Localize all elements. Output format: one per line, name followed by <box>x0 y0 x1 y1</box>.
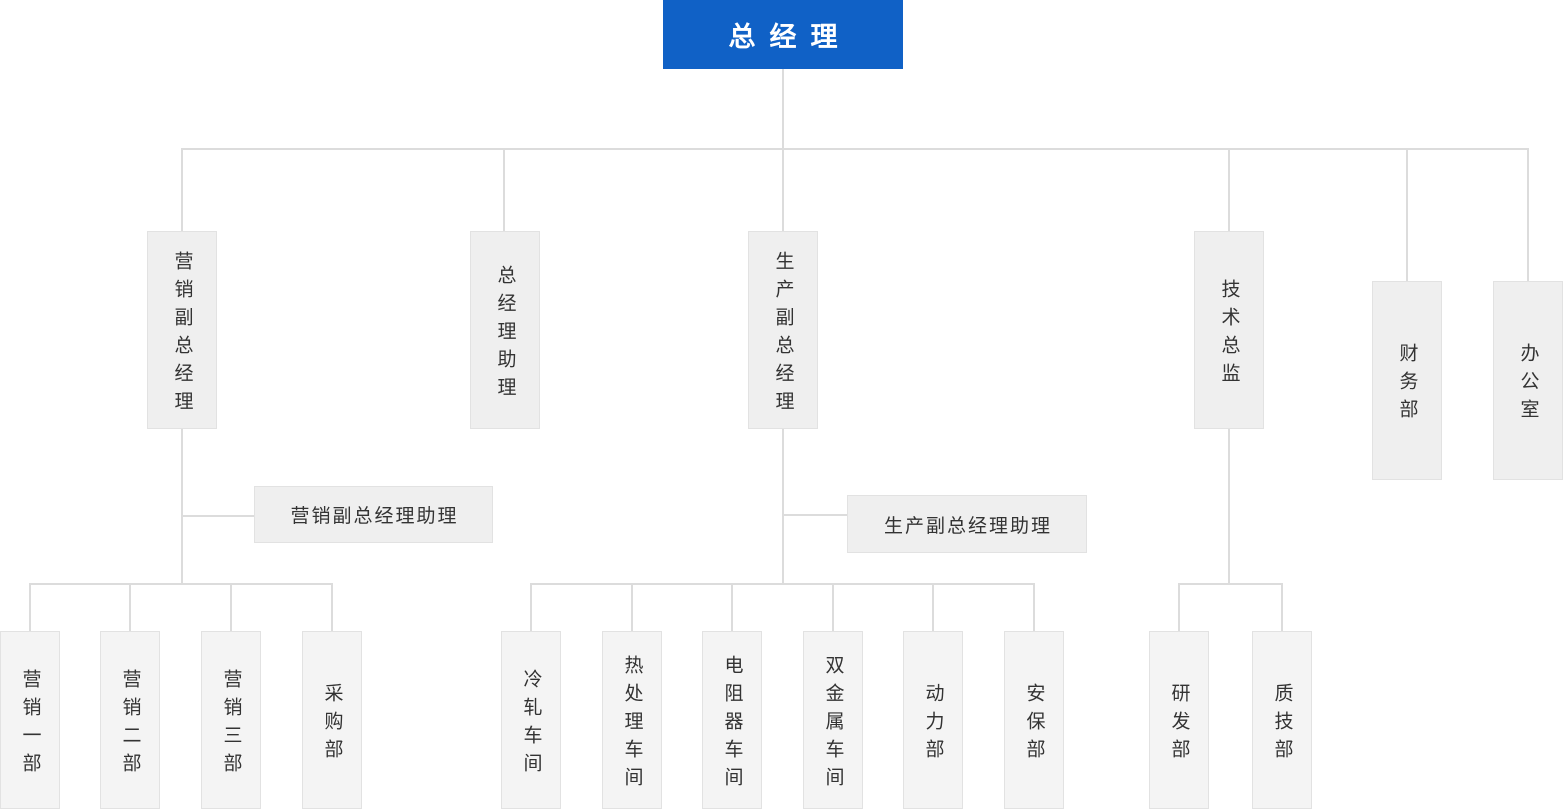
node-marketing-dept-3: 营销三部 <box>201 631 261 809</box>
connector-line <box>782 69 784 148</box>
connector-line <box>631 583 633 631</box>
node-label: 质技部 <box>1271 682 1293 767</box>
connector-line <box>530 583 532 631</box>
node-label: 冷轧车间 <box>520 668 542 781</box>
connector-line <box>731 583 733 631</box>
node-label: 营销副总经理助理 <box>290 506 459 527</box>
connector-line <box>181 515 255 517</box>
connector-line <box>1228 148 1230 231</box>
node-finance-dept: 财务部 <box>1372 281 1442 480</box>
node-label: 双金属车间 <box>822 654 844 795</box>
connector-line <box>1178 583 1283 585</box>
connector-line <box>782 148 784 231</box>
node-label: 电阻器车间 <box>721 654 743 795</box>
node-rnd-dept: 研发部 <box>1149 631 1209 809</box>
node-office: 办公室 <box>1493 281 1563 480</box>
connector-line <box>29 583 31 631</box>
node-tech-director: 技术总监 <box>1194 231 1264 429</box>
connector-line <box>1178 583 1180 631</box>
connector-line <box>1527 148 1529 281</box>
node-production-vp: 生产副总经理 <box>748 231 818 429</box>
connector-line <box>1033 583 1035 631</box>
node-label: 安保部 <box>1023 682 1045 767</box>
connector-line <box>832 583 834 631</box>
connector-line <box>181 429 183 583</box>
node-label: 热处理车间 <box>621 654 643 795</box>
node-cold-rolling-workshop: 冷轧车间 <box>501 631 561 809</box>
node-heat-treatment-workshop: 热处理车间 <box>602 631 662 809</box>
node-label: 采购部 <box>321 682 343 767</box>
connector-line <box>129 583 131 631</box>
node-resistor-workshop: 电阻器车间 <box>702 631 762 809</box>
node-marketing-vp: 营销副总经理 <box>147 231 217 429</box>
connector-line <box>230 583 232 631</box>
connector-line <box>29 583 333 585</box>
node-general-manager: 总经理 <box>663 0 903 69</box>
node-gm-assistant: 总经理助理 <box>470 231 540 429</box>
node-label: 营销一部 <box>19 668 41 781</box>
node-label: 研发部 <box>1168 682 1190 767</box>
connector-line <box>1228 429 1230 583</box>
node-label: 营销副总经理 <box>171 250 193 419</box>
node-label: 财务部 <box>1396 343 1418 427</box>
connector-line <box>782 514 848 516</box>
node-marketing-dept-1: 营销一部 <box>0 631 60 809</box>
node-power-dept: 动力部 <box>903 631 963 809</box>
connector-line <box>331 583 333 631</box>
node-label: 总经理 <box>728 22 852 52</box>
node-marketing-vp-assistant: 营销副总经理助理 <box>254 486 493 543</box>
connector-line <box>181 148 1529 150</box>
node-quality-tech-dept: 质技部 <box>1252 631 1312 809</box>
node-label: 动力部 <box>922 682 944 767</box>
connector-line <box>932 583 934 631</box>
connector-line <box>503 148 505 231</box>
node-label: 生产副总经理 <box>772 250 794 419</box>
node-purchasing-dept: 采购部 <box>302 631 362 809</box>
connector-line <box>782 429 784 583</box>
node-label: 生产副总经理助理 <box>883 515 1052 537</box>
node-security-dept: 安保部 <box>1004 631 1064 809</box>
connector-line <box>1281 583 1283 631</box>
connector-line <box>181 148 183 231</box>
connector-line <box>1406 148 1408 281</box>
connector-line <box>530 583 1035 585</box>
node-label: 总经理助理 <box>494 264 516 405</box>
node-label: 营销三部 <box>220 668 242 781</box>
node-marketing-dept-2: 营销二部 <box>100 631 160 809</box>
node-bimetal-workshop: 双金属车间 <box>803 631 863 809</box>
node-label: 营销二部 <box>119 668 141 781</box>
node-production-vp-assistant: 生产副总经理助理 <box>847 495 1087 553</box>
node-label: 技术总监 <box>1218 278 1240 391</box>
node-label: 办公室 <box>1517 343 1539 427</box>
